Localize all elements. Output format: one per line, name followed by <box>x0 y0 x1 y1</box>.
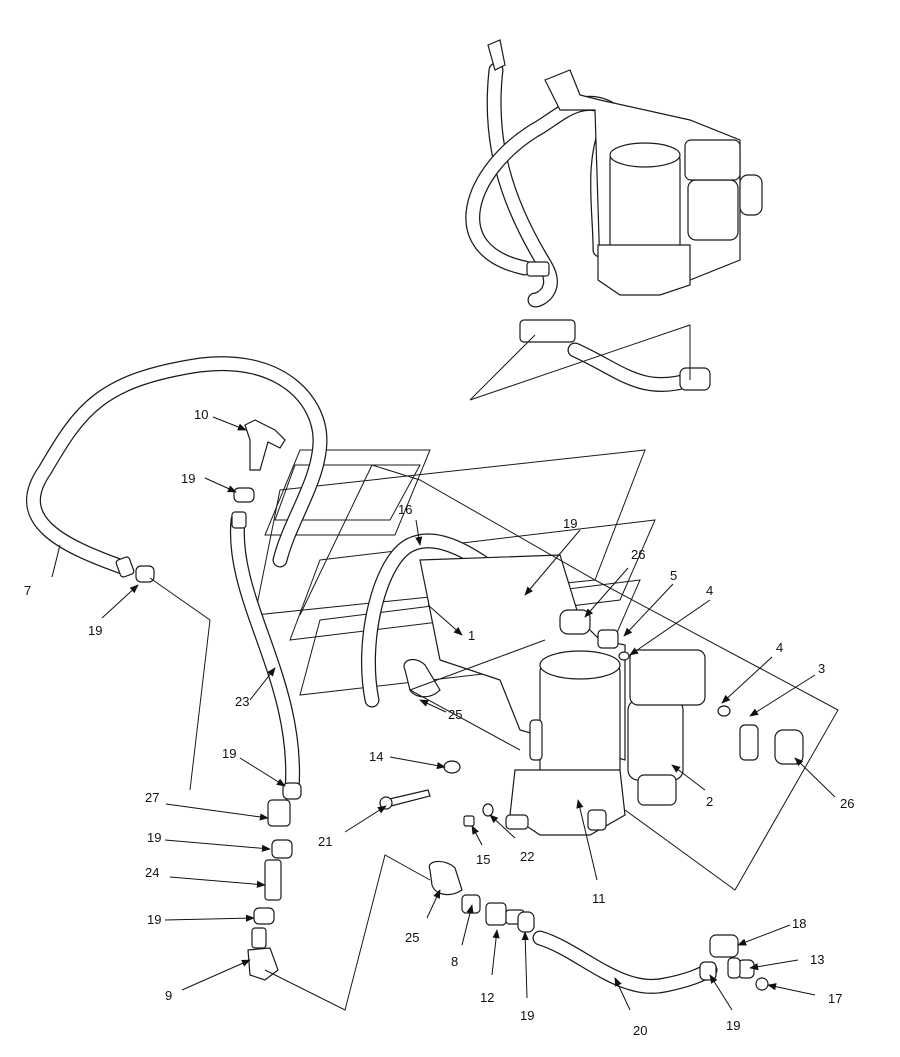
callout-23: 23 <box>235 694 249 709</box>
callout-19c: 19 <box>563 516 577 531</box>
callout-22: 22 <box>520 849 534 864</box>
callout-17: 17 <box>828 991 842 1006</box>
hose-23 <box>229 511 301 798</box>
callout-19e: 19 <box>147 830 161 845</box>
callout-3: 3 <box>818 661 825 676</box>
fitting-chain <box>247 782 302 981</box>
small-parts <box>379 760 494 827</box>
callout-24: 24 <box>145 865 159 880</box>
callout-16: 16 <box>398 502 412 517</box>
callout-20: 20 <box>633 1023 647 1038</box>
callout-4b: 4 <box>776 640 783 655</box>
callout-1: 1 <box>468 628 475 643</box>
callout-19f: 19 <box>147 912 161 927</box>
callout-15: 15 <box>476 852 490 867</box>
callout-25a: 25 <box>448 707 462 722</box>
callout-19h: 19 <box>726 1018 740 1033</box>
bottom-hose-20 <box>428 860 769 994</box>
callout-13: 13 <box>810 952 824 967</box>
callout-21: 21 <box>318 834 332 849</box>
callout-19g: 19 <box>520 1008 534 1023</box>
callout-25b: 25 <box>405 930 419 945</box>
callout-8: 8 <box>451 954 458 969</box>
callout-19b: 19 <box>88 623 102 638</box>
callout-27: 27 <box>145 790 159 805</box>
callout-18: 18 <box>792 916 806 931</box>
callout-14: 14 <box>369 749 383 764</box>
callout-2: 2 <box>706 794 713 809</box>
top-assembly <box>465 39 763 392</box>
callout-4a: 4 <box>706 583 713 598</box>
callout-9: 9 <box>165 988 172 1003</box>
y-connector-10 <box>233 419 286 503</box>
callout-19a: 19 <box>181 471 195 486</box>
callout-5: 5 <box>670 568 677 583</box>
callout-12: 12 <box>480 990 494 1005</box>
callout-7: 7 <box>24 583 31 598</box>
center-assembly <box>360 533 804 836</box>
callout-11: 11 <box>592 891 606 906</box>
callout-26b: 26 <box>840 796 854 811</box>
leader-lines <box>51 416 836 1011</box>
hose-loop-7 <box>26 356 328 583</box>
callout-26a: 26 <box>631 547 645 562</box>
callout-10: 10 <box>194 407 208 422</box>
callout-labels: 1 2 3 4 4 5 7 8 9 10 11 12 13 14 15 16 1… <box>24 407 854 1038</box>
assembly-lines <box>149 324 839 1011</box>
callout-19d: 19 <box>222 746 236 761</box>
